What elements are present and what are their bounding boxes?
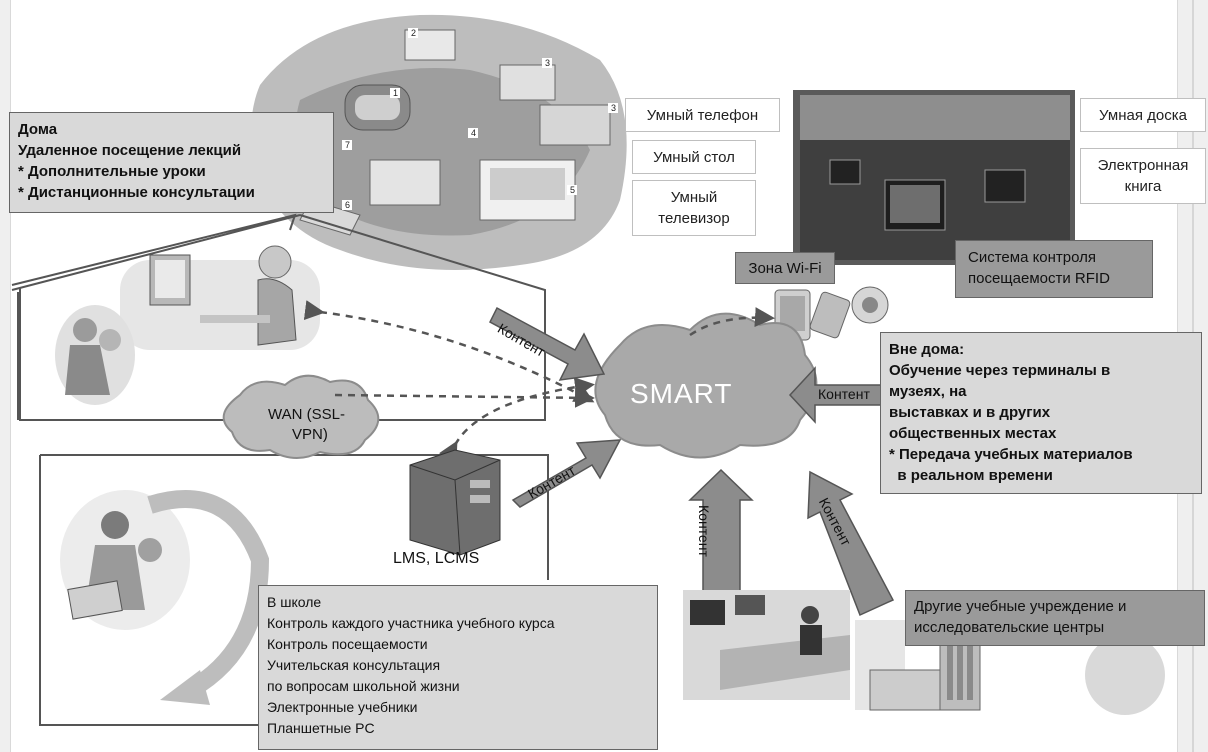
family-illustration [55,305,135,405]
home-computer-illustration [120,245,320,350]
smart-tv-box: Умный телевизор [632,180,756,236]
campus-number: 2 [411,28,416,38]
home-line: Удаленное посещение лекций [18,142,242,159]
campus-number: 3 [545,58,550,68]
school-line: по вопросам школьной жизни [267,678,460,694]
home-line: * Дистанционные консультации [18,184,255,201]
outside-line: Обучение через терминалы в [889,362,1111,379]
classroom-photo [793,90,1075,265]
ebook-box: Электронная книга [1080,148,1206,204]
campus-number: 1 [393,88,398,98]
teacher-student-illustration [60,490,190,630]
school-line: Электронные учебники [267,699,418,715]
institution-buildings [855,620,981,711]
ebook-label-1: Электронная [1097,157,1189,174]
video-conference-photo [683,590,850,700]
smart-tv-label-2: телевизор [658,210,730,227]
smart-board-label: Умная доска [1099,106,1187,124]
content-arrow-label: Контент [696,505,712,557]
wan-label-1: WAN (SSL- [268,406,345,423]
mobile-devices-illustration [774,286,889,341]
outside-line: * Передача учебных материалов [889,446,1133,463]
dashed-connections [303,300,775,463]
ebook-label-2: книга [1124,178,1162,195]
cycle-arrow [147,490,270,698]
rfid-box: Система контроля посещаемости RFID [955,240,1153,298]
content-arrow-label: Контент [818,386,870,402]
other-institutions-box: Другие учебные учреждение и исследовател… [905,590,1205,646]
server-illustration [409,449,501,556]
campus-number: 6 [345,200,350,210]
smart-tv-label-1: Умный [670,189,718,206]
campus-number: 5 [570,185,575,195]
left-border-rail [0,0,11,752]
other-institutions-label-2: исследовательские центры [914,619,1105,636]
home-line: * Дополнительные уроки [18,163,206,180]
smart-board-box: Умная доска [1080,98,1206,132]
outside-line: музеях, на [889,383,967,400]
home-box: Дома Удаленное посещение лекций * Дополн… [9,112,334,213]
decorative-circle [1085,635,1165,715]
other-institutions-label-1: Другие учебные учреждение и [914,598,1127,615]
server-label: LMS, LCMS [393,550,480,567]
outside-title: Вне дома: [889,341,965,358]
wifi-zone-label: Зона Wi-Fi [748,259,822,277]
campus-number: 7 [345,140,350,150]
wan-label: WAN (SSL- VPN) [268,405,345,445]
campus-number: 4 [471,128,476,138]
rfid-label-1: Система контроля [968,249,1097,266]
rfid-label-2: посещаемости RFID [968,270,1110,287]
school-box: В школе Контроль каждого участника учебн… [258,585,658,750]
smart-cloud-label: SMART [630,378,733,409]
smart-cloud [594,312,818,459]
school-line: Планшетные PC [267,720,375,736]
school-line: Учительская консультация [267,657,441,673]
wan-label-2: VPN) [292,426,328,443]
home-title: Дома [18,121,58,138]
school-title: В школе [267,594,322,610]
school-line: Контроль каждого участника учебного курс… [267,615,555,631]
smart-table-box: Умный стол [632,140,756,174]
campus-number: 3 [611,103,616,113]
outside-line: общественных местах [889,425,1057,442]
outside-line: в реальном времени [889,467,1053,484]
smart-phone-label: Умный телефон [646,106,759,124]
outside-box: Вне дома: Обучение через терминалы в муз… [880,332,1202,494]
smart-phone-box: Умный телефон [625,98,780,132]
smart-table-label: Умный стол [653,148,735,166]
school-line: Контроль посещаемости [267,636,428,652]
wifi-zone-box: Зона Wi-Fi [735,252,835,284]
outside-line: выставках и в других [889,404,1051,421]
